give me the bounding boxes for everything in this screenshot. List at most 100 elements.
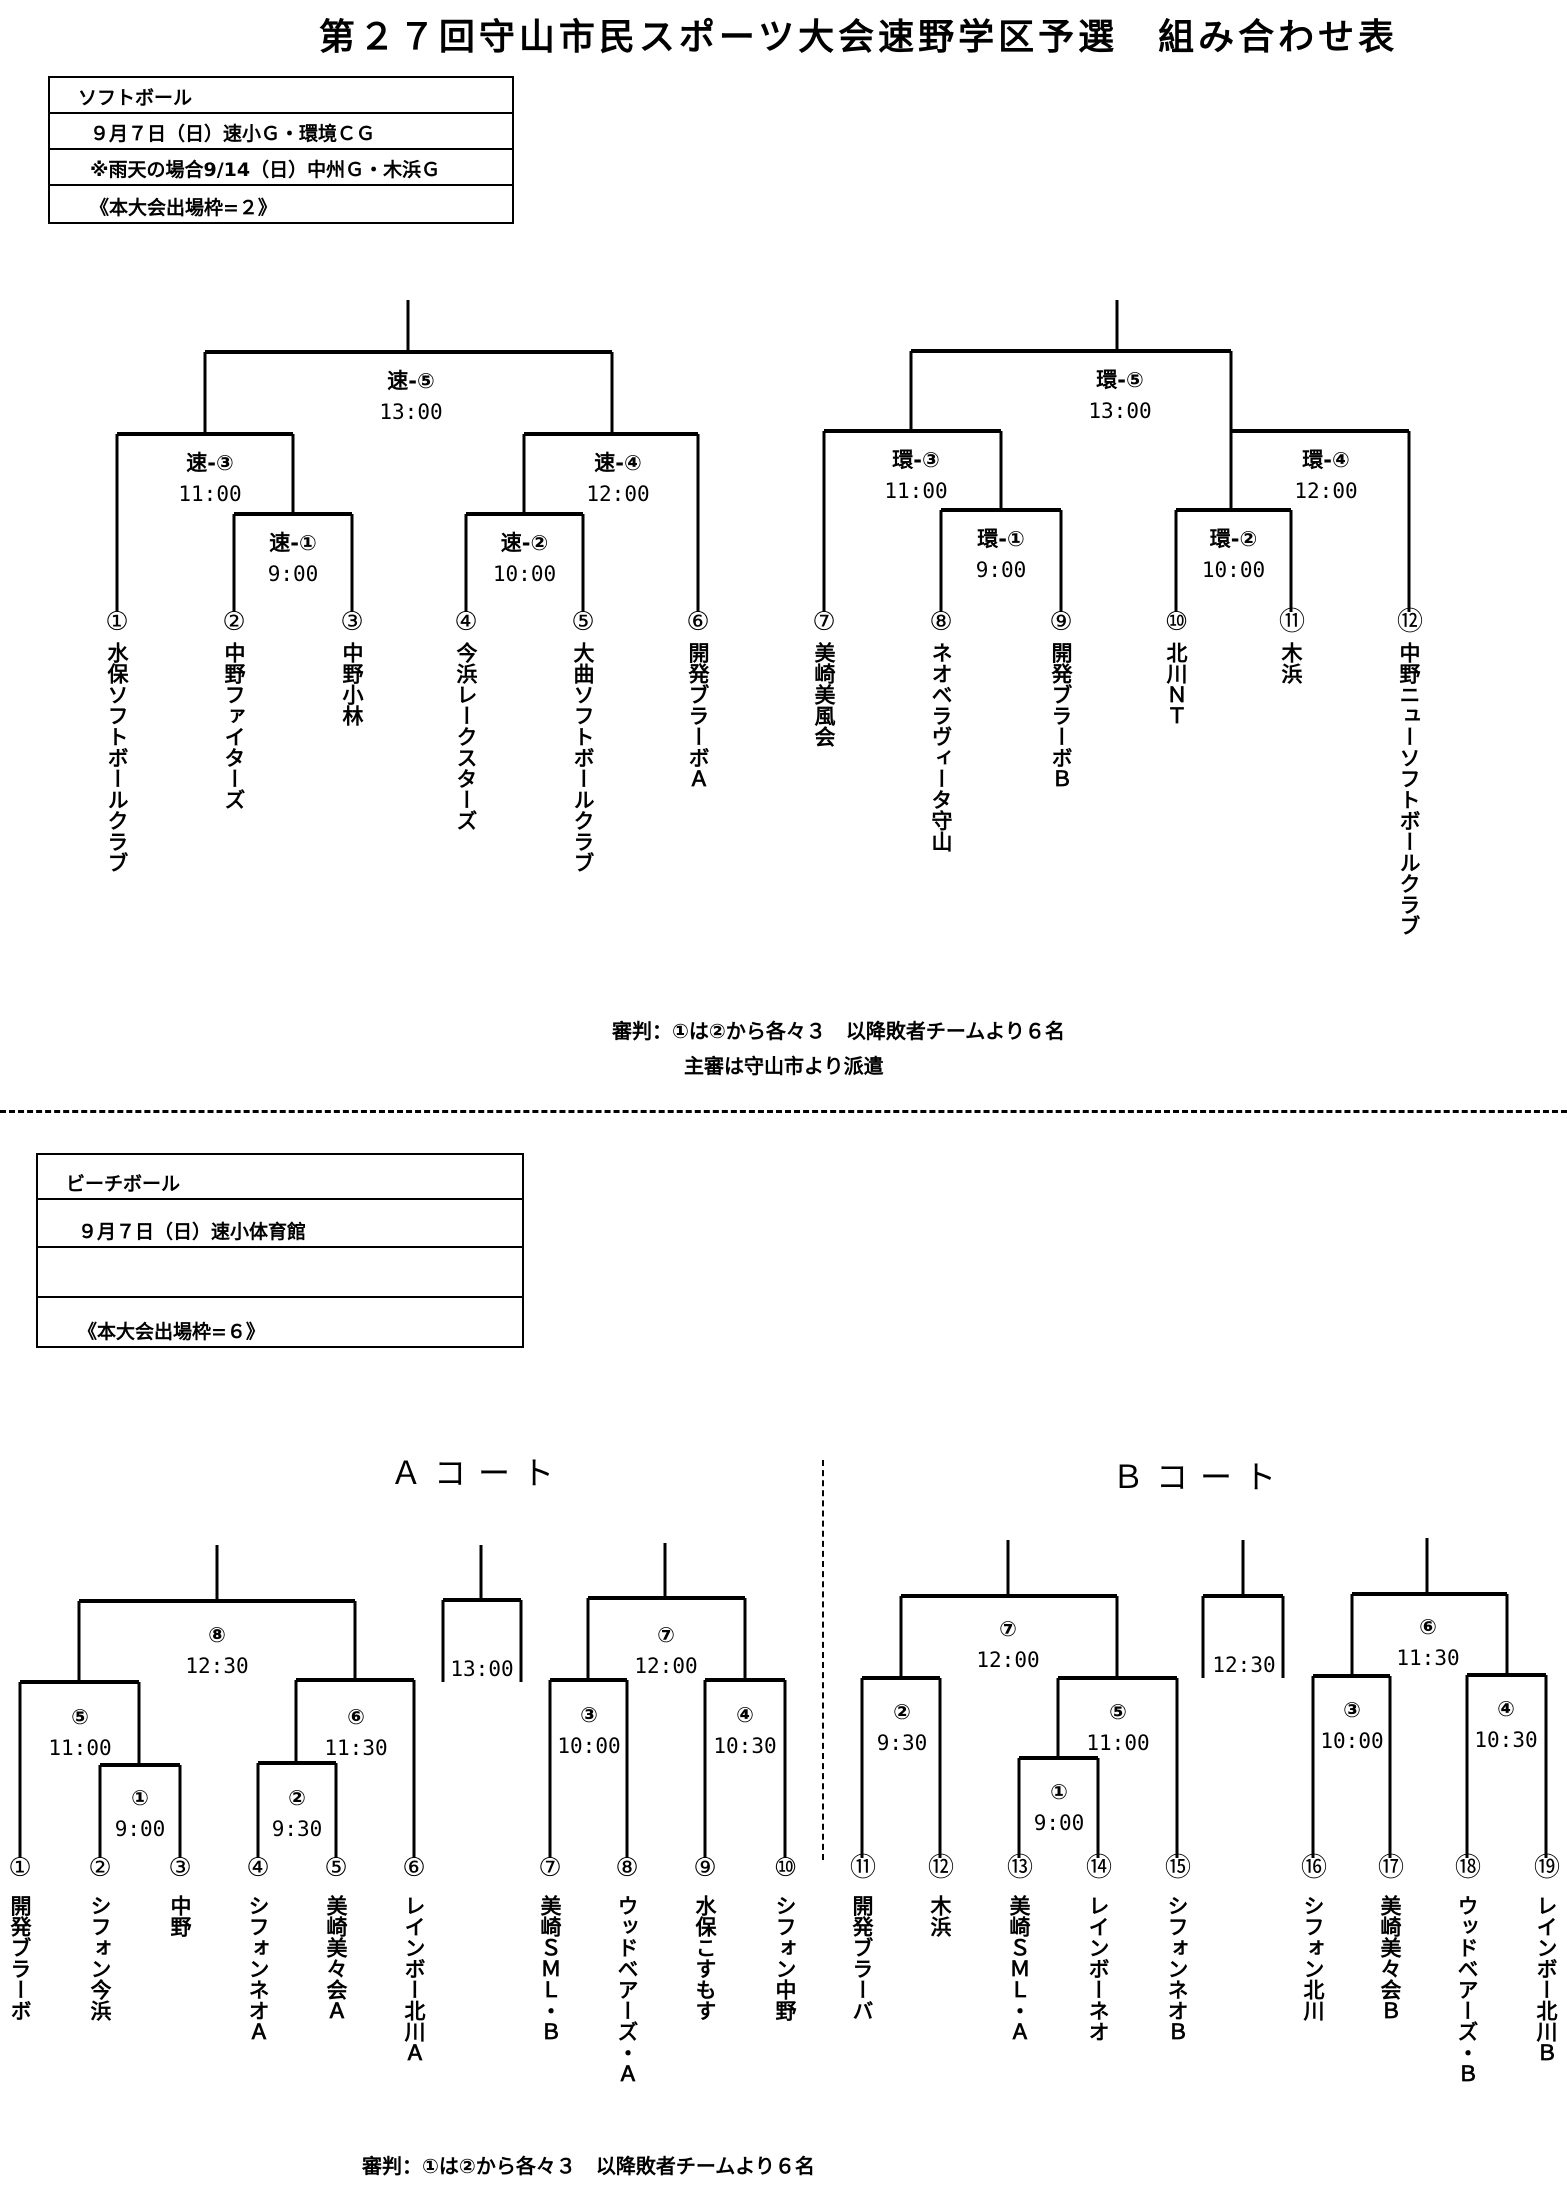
match-time: 9:00 — [975, 558, 1027, 582]
match-time: 13:00 — [1088, 399, 1152, 423]
match-time: 11:00 — [48, 1736, 112, 1760]
team-name: レインボー北川Ａ — [402, 1895, 426, 2063]
seed-number: ⑰ — [1378, 1853, 1404, 1883]
team-name: 美崎ＳＭＬ・Ａ — [1007, 1895, 1031, 2042]
team-name: 木浜 — [928, 1895, 952, 1937]
match-time: 11:30 — [1396, 1646, 1460, 1670]
match-q1: 環-① 9:00 — [976, 524, 1027, 586]
seed-number: ⑧ — [929, 607, 953, 637]
match-time: 12:00 — [586, 482, 650, 506]
match-time: 10:00 — [1320, 1729, 1384, 1753]
match-time: 12:00 — [634, 1654, 698, 1678]
seed-number: ⑥ — [402, 1853, 426, 1883]
seed-number: ⑯ — [1301, 1853, 1327, 1883]
softball-umpire-note: 主審は守山市より派遣 — [684, 1054, 884, 1078]
match-time: 9:00 — [1033, 1811, 1085, 1835]
beachball-quota: 《本大会出場枠=６》 — [78, 1321, 265, 1343]
match-time: 10:00 — [557, 1734, 621, 1758]
match-time: 13:00 — [379, 400, 443, 424]
team-name: 開発ブラーバ — [850, 1895, 874, 2021]
team-name: 水保ソフトボールクラブ — [105, 642, 129, 873]
match-number: 環-② — [1209, 527, 1258, 551]
seed-number: ⑥ — [686, 607, 710, 637]
team-name: 中野ファイターズ — [222, 642, 246, 810]
match-number: 環-⑤ — [1096, 368, 1144, 392]
team-name: シフォン中野 — [773, 1895, 797, 2021]
seed-number: ② — [222, 607, 246, 637]
match-number: ⑥ — [1419, 1615, 1437, 1639]
match-time: 11:30 — [324, 1736, 388, 1760]
match-a7: ⑦ 12:00 — [634, 1620, 697, 1682]
team-name: レインボーネオ — [1086, 1895, 1110, 2042]
softball-referee-note: 審判：①は②から各々３ 以降敗者チームより６名 — [612, 1019, 1065, 1043]
match-number: ③ — [580, 1703, 598, 1727]
match-time: 10:00 — [492, 562, 557, 586]
match-time: 10:00 — [1201, 558, 1266, 582]
seed-number: ⑨ — [693, 1853, 717, 1883]
team-name: 水保こすもす — [693, 1895, 717, 2021]
seed-number: ⑩ — [773, 1853, 797, 1883]
section-divider — [0, 1110, 1567, 1113]
team-name: 美崎美々会Ｂ — [1378, 1895, 1402, 2021]
seed-number: ③ — [168, 1853, 192, 1883]
seed-number: ⑪ — [850, 1853, 876, 1883]
match-time: 9:00 — [114, 1817, 166, 1841]
team-name: ウッドベアーズ・Ａ — [615, 1895, 639, 2084]
beachball-date-venue: ９月７日（日）速小体育館 — [38, 1200, 522, 1248]
match-time: 10:30 — [1474, 1728, 1538, 1752]
seed-number: ⑧ — [615, 1853, 639, 1883]
match-number: ⑧ — [208, 1623, 226, 1647]
match-number: 環-① — [977, 527, 1025, 551]
match-number: ② — [893, 1700, 911, 1724]
team-name: 美崎美々会Ａ — [324, 1895, 348, 2021]
softball-rain-note: ※雨天の場合9/14（日）中州Ｇ・木浜Ｇ — [50, 150, 512, 186]
match-time: 12:00 — [976, 1648, 1040, 1672]
match-time: 11:00 — [884, 479, 948, 503]
team-name: シフォン今浜 — [88, 1895, 112, 2021]
team-name: レインボー北川Ｂ — [1534, 1895, 1558, 2063]
match-number: ⑦ — [657, 1623, 675, 1647]
match-number: ⑤ — [1109, 1700, 1127, 1724]
match-number: ⑦ — [999, 1617, 1017, 1641]
softball-sport-label: ソフトボール — [50, 78, 512, 114]
team-name: ネオベラヴィータ守山 — [929, 642, 953, 852]
seed-number: ④ — [246, 1853, 270, 1883]
match-b7: ⑦ 12:00 — [976, 1614, 1039, 1676]
seed-number: ⑮ — [1165, 1853, 1191, 1883]
match-a-final: 13:00 — [450, 1654, 513, 1685]
match-number: ① — [1050, 1780, 1068, 1804]
beachball-info-table: ビーチボール ９月７日（日）速小体育館 《本大会出場枠=６》 — [36, 1153, 524, 1348]
match-a3: ③ 10:00 — [557, 1700, 620, 1762]
softball-info-table: ソフトボール ９月７日（日）速小Ｇ・環境ＣＧ ※雨天の場合9/14（日）中州Ｇ・… — [48, 76, 514, 224]
match-time: 12:00 — [1294, 479, 1358, 503]
beachball-referee-note: 審判：①は②から各々３ 以降敗者チームより６名 — [362, 2154, 815, 2178]
team-name: 木浜 — [1279, 642, 1303, 684]
page-title: 第２７回守山市民スポーツ大会速野学区予選 組み合わせ表 — [318, 17, 1399, 58]
softball-quota: 《本大会出場枠=２》 — [90, 197, 277, 219]
team-name: 中野 — [168, 1895, 192, 1937]
seed-number: ⑭ — [1086, 1853, 1112, 1883]
match-q2: 環-② 10:00 — [1202, 524, 1265, 586]
team-name: 中野ニューソフトボールクラブ — [1397, 642, 1421, 936]
team-name: 開発ブラーボＡ — [686, 642, 710, 789]
court-divider — [822, 1460, 824, 1860]
team-name: 中野小林 — [340, 642, 364, 726]
match-time: 9:30 — [876, 1731, 928, 1755]
team-name: 開発ブラーボ — [8, 1895, 32, 2021]
team-name: 大曲ソフトボールクラブ — [571, 642, 595, 873]
match-b2: ② 9:30 — [877, 1697, 928, 1759]
